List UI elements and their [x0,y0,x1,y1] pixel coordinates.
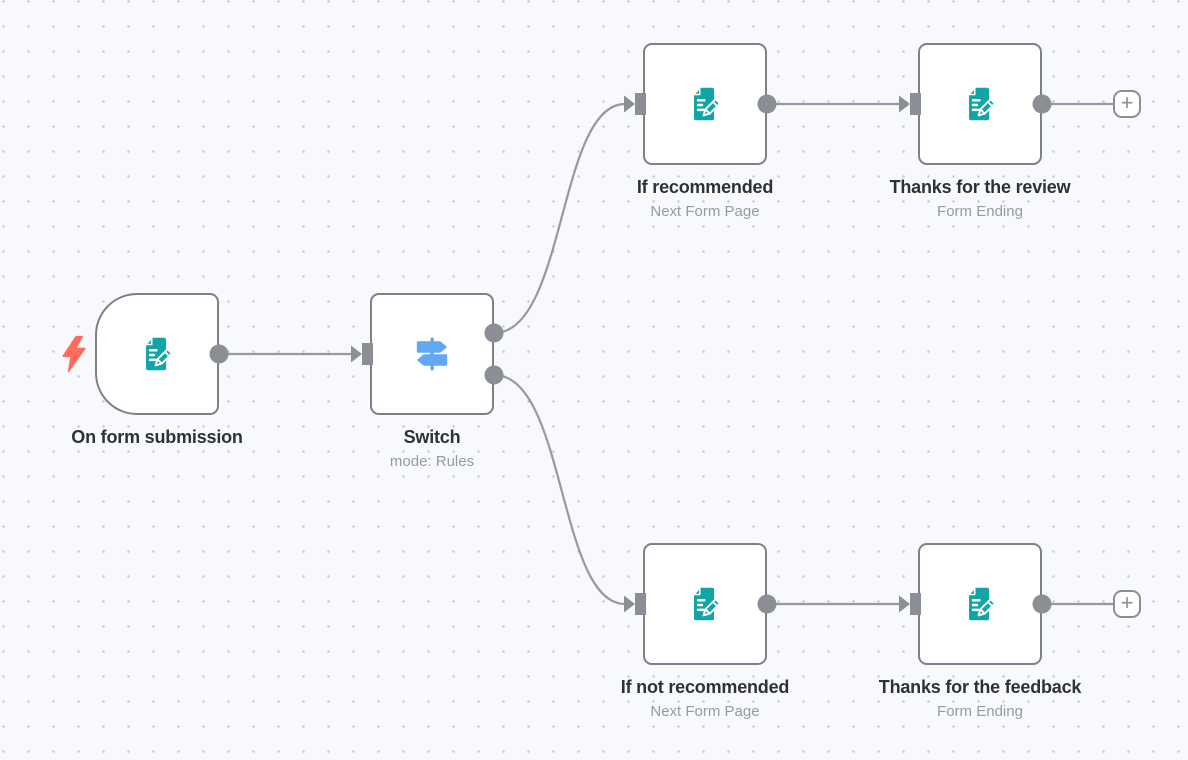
lightning-bolt-icon [62,335,86,373]
form-pencil-icon [967,587,996,621]
node-label: Thanks for the review Form Ending [890,177,1071,220]
form-pencil-icon [967,87,996,121]
add-node-button-bottom[interactable]: + [1113,590,1141,618]
node-thanks-for-the-feedback[interactable]: Thanks for the feedback Form Ending [879,543,1081,720]
connection-switch-to-if-not-recommended[interactable] [493,373,626,606]
node-label: If recommended Next Form Page [637,177,773,220]
form-pencil-icon [692,587,721,621]
plus-icon: + [1120,90,1134,115]
node-on-form-submission[interactable]: On form submission [71,293,243,447]
form-pencil-icon [144,337,173,371]
node-subtitle: Form Ending [937,703,1023,720]
node-label: On form submission [71,427,243,448]
plus-icon: + [1120,590,1134,615]
add-node-button-top[interactable]: + [1113,90,1141,118]
form-pencil-icon [692,87,721,121]
node-subtitle: mode: Rules [389,453,475,470]
connection-switch-to-if-recommended[interactable] [493,102,626,335]
node-title: If recommended [636,177,774,197]
node-title: If not recommended [620,677,790,697]
node-label: Thanks for the feedback Form Ending [878,677,1082,720]
node-subtitle: Next Form Page [650,203,760,220]
node-label: Switch mode: Rules [390,427,474,470]
node-thanks-for-the-review[interactable]: Thanks for the review Form Ending [890,43,1071,220]
node-title: Switch [403,427,461,447]
node-switch[interactable]: Switch mode: Rules [370,293,494,470]
node-title: Thanks for the feedback [878,677,1082,697]
node-title: On form submission [71,427,243,447]
node-if-not-recommended[interactable]: If not recommended Next Form Page [621,543,789,720]
node-subtitle: Form Ending [937,203,1023,220]
node-label: If not recommended Next Form Page [620,677,790,720]
node-if-recommended[interactable]: If recommended Next Form Page [637,43,773,220]
node-subtitle: Next Form Page [650,703,760,720]
signpost-icon [416,337,448,371]
node-title: Thanks for the review [889,177,1071,197]
